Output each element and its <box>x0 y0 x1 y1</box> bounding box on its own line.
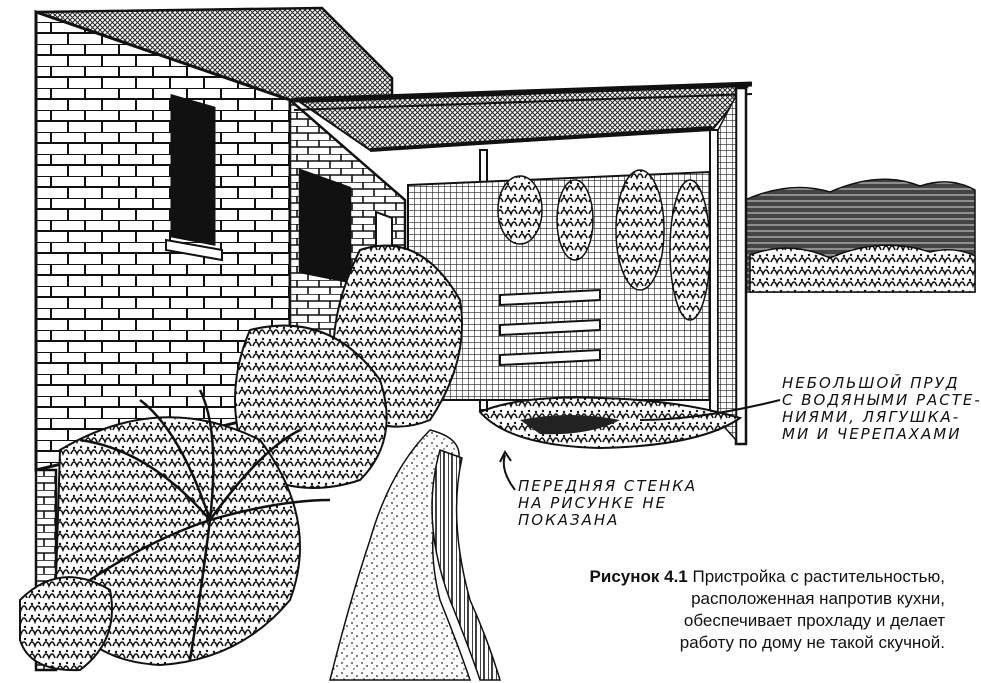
garden-path <box>329 429 502 681</box>
house-window-side <box>298 168 352 284</box>
caption-line: работу по дому не такой скучной. <box>679 633 945 652</box>
distant-hills <box>744 178 976 293</box>
pond-annotation-line: НИЯМИ, ЛЯГУШКА- <box>782 408 961 426</box>
house-window-front <box>170 94 216 246</box>
pond <box>478 396 743 450</box>
figure-caption: Рисунок 4.1 Пристройка с растительностью… <box>525 566 945 654</box>
pond-annotation-line: С ВОДЯНЫМИ РАСТЕ- <box>782 391 981 409</box>
garden-plants <box>19 244 463 672</box>
caption-line: Пристройка с растительностью, <box>692 567 946 586</box>
figure-label: Рисунок 4.1 <box>589 567 688 586</box>
caption-line: расположенная напротив кухни, <box>691 589 945 608</box>
pond-annotation-line: НЕБОЛЬШОЙ ПРУД <box>782 374 960 392</box>
palm-fronds <box>79 389 331 661</box>
front-wall-annotation-line: НА РИСУНКЕ НЕ <box>518 494 668 512</box>
caption-line: обеспечивает прохладу и делает <box>683 611 945 630</box>
house-front-wall <box>34 9 292 672</box>
annotation-arrows <box>499 399 781 491</box>
front-wall-annotation: ПЕРЕДНЯЯ СТЕНКА НА РИСУНКЕ НЕ ПОКАЗАНА <box>518 478 697 529</box>
front-wall-annotation-line: ПЕРЕДНЯЯ СТЕНКА <box>518 477 698 495</box>
pond-annotation-line: МИ И ЧЕРЕПАХАМИ <box>782 425 962 443</box>
pond-annotation: НЕБОЛЬШОЙ ПРУД С ВОДЯНЫМИ РАСТЕ- НИЯМИ, … <box>782 375 981 443</box>
front-wall-annotation-line: ПОКАЗАНА <box>518 511 620 529</box>
